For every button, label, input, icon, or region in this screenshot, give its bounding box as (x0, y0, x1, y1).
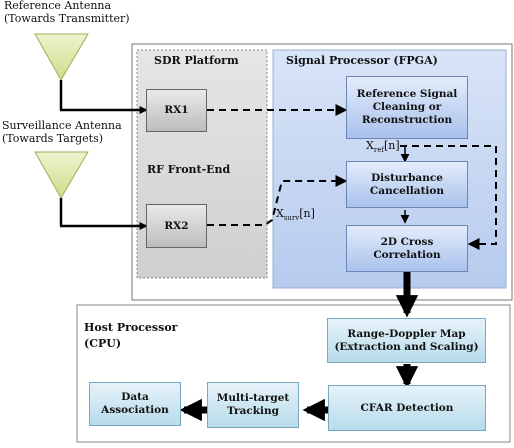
reference-antenna-icon (34, 33, 89, 82)
rx2-to-disturbance-arrow (207, 175, 348, 226)
cfar-detection-label: CFAR Detection (360, 401, 454, 414)
x-ref-argument: [n] (383, 139, 400, 152)
reference-antenna-label-line1: Reference Antenna (4, 0, 112, 12)
xref-to-correlation-arrow (400, 145, 497, 250)
x-ref-subscript: ref (373, 146, 384, 154)
x-ref-base: X (366, 139, 374, 152)
reference-cleaning-block: Reference Signal Cleaning or Reconstruct… (346, 76, 468, 139)
sdr-platform-title: SDR Platform (154, 54, 239, 67)
surveillance-antenna-label-line1: Surveillance Antenna (2, 119, 122, 132)
multi-target-tracking-label: Multi-target Tracking (216, 392, 290, 417)
rx1-label: RX1 (164, 104, 189, 116)
rf-frontend-label: RF Front-End (147, 163, 231, 176)
multi-target-tracking-block: Multi-target Tracking (207, 382, 299, 428)
x-surv-subscript: surv (283, 214, 300, 222)
host-processor-title-line2: (CPU) (84, 337, 122, 350)
rx2-block: RX2 (146, 204, 207, 248)
cross-correlation-label: 2D Cross Correlation (373, 235, 441, 261)
range-doppler-label: Range-Doppler Map (Extraction and Scalin… (334, 327, 479, 353)
surveillance-antenna-label-line2: (Towards Targets) (2, 132, 104, 145)
fpga-title: Signal Processor (FPGA) (286, 54, 438, 67)
reference-antenna-label: Reference Antenna (Towards Transmitter) (4, 0, 130, 25)
x-surv-argument: [n] (299, 207, 315, 220)
cross-correlation-block: 2D Cross Correlation (346, 225, 468, 272)
surveillance-antenna-icon (34, 151, 89, 200)
x-surv-base: X (276, 207, 284, 220)
x-surv-signal-label: Xsurv[n] (276, 207, 315, 222)
rx2-label: RX2 (164, 219, 189, 232)
disturbance-cancellation-block: Disturbance Cancellation (346, 161, 468, 208)
surveillance-antenna-label: Surveillance Antenna (Towards Targets) (2, 119, 122, 145)
host-processor-title: Host Processor (CPU) (84, 321, 177, 350)
x-ref-signal-label: Xref[n] (366, 139, 400, 154)
reference-antenna-label-line2: (Towards Transmitter) (4, 12, 130, 25)
reference-cleaning-label: Reference Signal Cleaning or Reconstruct… (356, 88, 458, 126)
range-doppler-block: Range-Doppler Map (Extraction and Scalin… (327, 318, 486, 363)
data-association-label: Data Association (101, 391, 169, 416)
host-processor-title-line1: Host Processor (84, 321, 178, 334)
rx1-block: RX1 (146, 89, 207, 132)
cfar-detection-block: CFAR Detection (328, 385, 486, 431)
disturbance-cancellation-label: Disturbance Cancellation (369, 171, 445, 197)
data-association-block: Data Association (89, 382, 181, 426)
